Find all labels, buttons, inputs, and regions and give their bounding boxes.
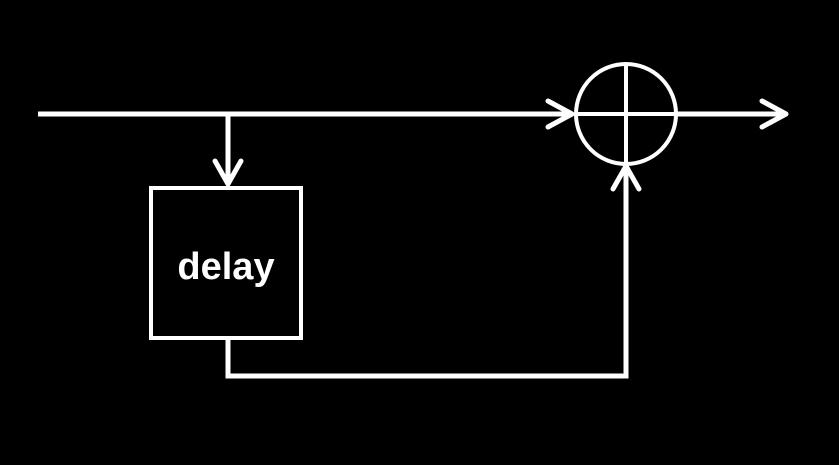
delay-block: [149, 186, 303, 340]
delay-block-label: delay: [177, 246, 274, 288]
input-to-adder-arrowhead: [545, 98, 575, 130]
branch-arrowhead: [212, 158, 244, 187]
delay-output-path: [225, 170, 629, 379]
output-arrowhead: [759, 98, 789, 130]
